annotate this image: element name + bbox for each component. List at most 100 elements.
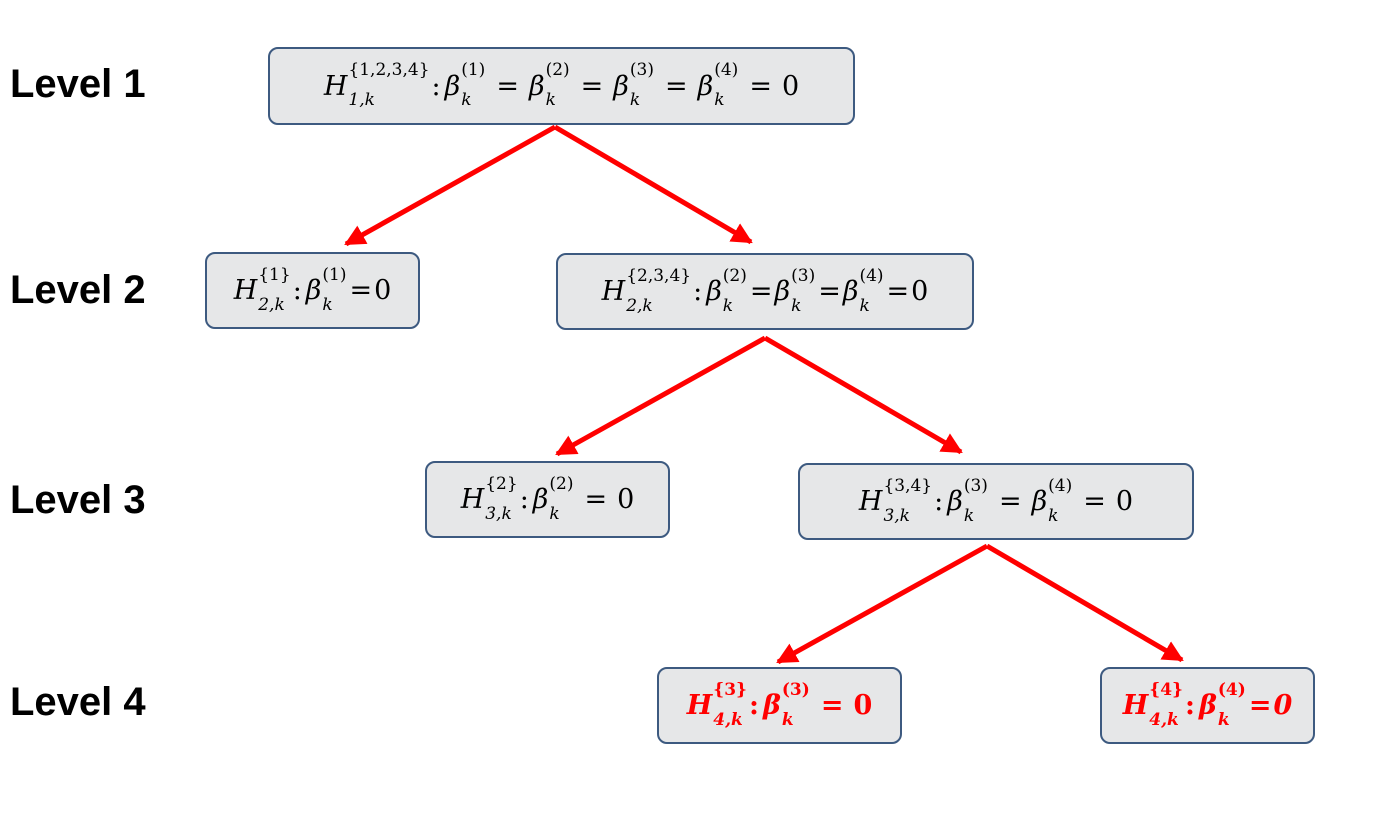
hypothesis-index: 1,k [348, 90, 375, 110]
equals-sign: = [886, 276, 910, 307]
beta-symbol: β [697, 70, 714, 102]
hypothesis-index: 3,k [485, 503, 512, 524]
beta-superscript: (4) [1217, 679, 1246, 700]
hypothesis-formula: H{1,2,3,4}1,k: β(1)k = β(2)k = β(3)k = β… [323, 60, 800, 110]
beta-superscript: (3) [791, 265, 816, 286]
beta-subscript: k [629, 90, 641, 110]
hypothesis-node-level3-right: H{3,4}3,k: β(3)k = β(4)k = 0 [798, 463, 1194, 540]
equals-sign: = [749, 276, 773, 307]
beta-superscript: (3) [629, 60, 654, 81]
hypothesis-node-level2-right: H{2,3,4}2,k: β(2)k = β(3)k = β(4)k = 0 [556, 253, 974, 330]
rhs-value: 0 [1115, 486, 1134, 517]
beta-subscript: k [963, 505, 975, 526]
beta-subscript: k [461, 90, 472, 110]
hypothesis-index: 4,k [713, 709, 743, 730]
equals-sign: = [820, 690, 844, 721]
hypothesis-node-level3-left: H{2}3,k: β(2)k = 0 [425, 461, 670, 538]
beta-symbol: β [532, 484, 549, 515]
hypothesis-symbol: H [460, 484, 485, 515]
edge-n3b-to-n4b [985, 543, 1184, 663]
beta-subscript: k [781, 709, 794, 730]
hypothesis-index: 4,k [1149, 709, 1179, 730]
rhs-value: 0 [781, 70, 800, 102]
beta-symbol: β [613, 70, 629, 102]
hypothesis-formula: H{1}2,k: β(1)k = 0 [233, 264, 392, 315]
hypothesis-set: {1} [258, 264, 291, 285]
beta-superscript: (4) [714, 60, 739, 81]
equals-sign: = [584, 484, 608, 515]
beta-superscript: (1) [461, 60, 486, 81]
beta-symbol: β [842, 276, 859, 307]
beta-symbol: β [706, 276, 722, 307]
beta-superscript: (1) [322, 264, 347, 285]
equals-sign: = [1248, 690, 1272, 721]
level-label-2: Level 2 [10, 268, 146, 312]
beta-symbol: β [444, 70, 461, 102]
beta-subscript: k [791, 295, 802, 316]
hypothesis-index: 2,k [626, 295, 653, 316]
equals-sign: = [496, 70, 519, 102]
equals-sign: = [580, 70, 604, 102]
beta-subscript: k [545, 90, 556, 110]
hypothesis-set: {3,4} [883, 475, 933, 496]
beta-symbol: β [305, 275, 322, 306]
equals-sign: = [349, 275, 373, 306]
rhs-value: 0 [374, 275, 392, 306]
beta-superscript: (3) [963, 475, 988, 496]
edge-n2b-to-n3a [555, 335, 767, 457]
hypothesis-node-level1: H{1,2,3,4}1,k: β(1)k = β(2)k = β(3)k = β… [268, 47, 855, 125]
beta-superscript: (2) [549, 473, 574, 494]
equals-sign: = [664, 70, 688, 102]
beta-subscript: k [322, 294, 333, 315]
beta-symbol: β [1031, 486, 1048, 517]
equals-sign: = [749, 70, 772, 102]
hypothesis-set: {2,3,4} [626, 265, 692, 286]
beta-symbol: β [947, 486, 963, 517]
beta-symbol: β [528, 70, 545, 102]
beta-symbol: β [774, 276, 791, 307]
beta-subscript: k [1217, 709, 1230, 730]
hypothesis-index: 2,k [258, 294, 285, 315]
edge-n1-to-n2b [553, 124, 753, 245]
beta-subscript: k [714, 90, 725, 110]
hypothesis-index: 3,k [883, 505, 910, 526]
level-label-1: Level 1 [10, 62, 146, 106]
hypothesis-symbol: H [1122, 690, 1149, 721]
beta-subscript: k [549, 503, 560, 524]
equals-sign: = [1083, 486, 1106, 517]
equals-sign: = [998, 486, 1022, 517]
rhs-value: 0 [1273, 690, 1293, 721]
beta-symbol: β [1198, 690, 1217, 721]
hypothesis-symbol: H [858, 486, 883, 517]
hypothesis-set: {1,2,3,4} [348, 60, 430, 81]
beta-superscript: (4) [859, 265, 884, 286]
hypothesis-symbol: H [601, 276, 626, 307]
hypothesis-formula: H{3,4}3,k: β(3)k = β(4)k = 0 [858, 475, 1134, 526]
hypothesis-symbol: H [323, 70, 348, 102]
hypothesis-set: {3} [713, 679, 747, 700]
hypothesis-formula: H{2,3,4}2,k: β(2)k = β(3)k = β(4)k = 0 [601, 265, 929, 316]
beta-subscript: k [859, 295, 870, 316]
hypothesis-formula: H{2}3,k: β(2)k = 0 [460, 473, 635, 524]
level-label-4: Level 4 [10, 680, 146, 724]
edge-n1-to-n2a [344, 124, 557, 247]
beta-superscript: (2) [722, 265, 747, 286]
hypothesis-node-level4-right: H{4}4,k: β(4)k = 0 [1100, 667, 1315, 744]
beta-superscript: (2) [545, 60, 570, 81]
hypothesis-set: {2} [485, 473, 518, 494]
beta-superscript: (4) [1048, 475, 1073, 496]
beta-symbol: β [762, 690, 781, 721]
hypothesis-symbol: H [233, 275, 258, 306]
hypothesis-node-level2-left: H{1}2,k: β(1)k = 0 [205, 252, 420, 329]
beta-subscript: k [1048, 505, 1059, 526]
beta-subscript: k [722, 295, 734, 316]
level-label-3: Level 3 [10, 478, 146, 522]
hypothesis-set: {4} [1149, 679, 1183, 700]
rhs-value: 0 [617, 484, 635, 515]
rhs-value: 0 [911, 276, 929, 307]
beta-superscript: (3) [781, 679, 810, 700]
edge-n2b-to-n3b [763, 335, 963, 455]
hypothesis-formula: H{3}4,k: β(3)k = 0 [686, 679, 873, 730]
equals-sign: = [818, 276, 841, 307]
